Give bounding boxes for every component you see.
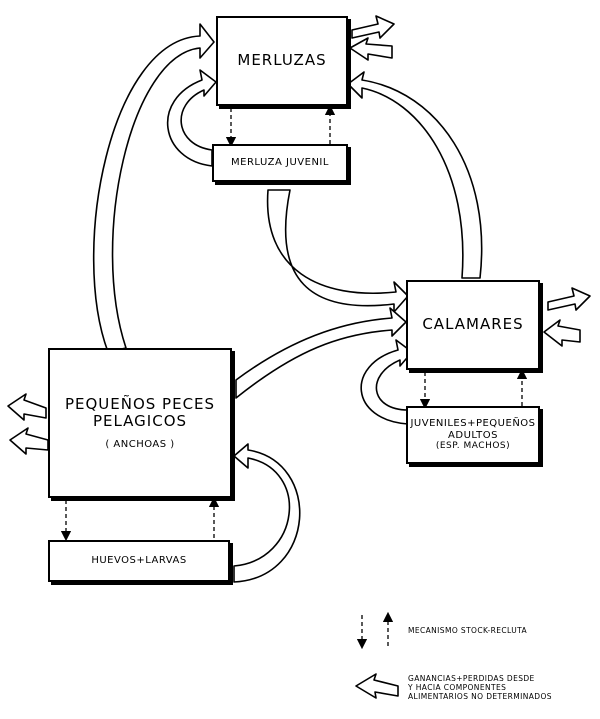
node-pequenos-line2: PELAGICOS	[92, 412, 188, 431]
node-merluzas-label: MERLUZAS	[237, 51, 327, 70]
flow-huevos-to-pelagicos	[233, 443, 301, 583]
flow-juvenil-to-merluzas	[166, 69, 217, 167]
node-pequenos-line3: ( ANCHOAS )	[105, 438, 175, 450]
node-merluza-juvenil: MERLUZA JUVENIL	[212, 144, 348, 182]
legend-exchange-line3: ALIMENTARIOS NO DETERMINADOS	[408, 692, 552, 701]
exchange-arrow-merluzas-in	[349, 37, 393, 61]
exchange-arrow-calamares-out	[547, 287, 591, 311]
node-juveniles-line1: JUVENILES+PEQUEÑOS	[410, 418, 536, 430]
legend-exchange-icon	[355, 673, 399, 699]
node-merluza-juvenil-label: MERLUZA JUVENIL	[231, 157, 329, 169]
node-pequenos-line1: PEQUEÑOS PECES	[64, 395, 216, 413]
legend-exchange-label: GANANCIAS+PERDIDAS DESDE Y HACIA COMPONE…	[408, 674, 552, 701]
node-juveniles-line2: ADULTOS	[448, 429, 498, 441]
node-huevos-label: HUEVOS+LARVAS	[91, 555, 187, 567]
flow-juvenil-to-calamares	[266, 189, 409, 313]
node-merluzas: MERLUZAS	[216, 16, 348, 106]
exchange-arrow-pelagicos-in	[9, 427, 49, 455]
node-huevos-larvas: HUEVOS+LARVAS	[48, 540, 230, 582]
legend-exchange-line2: Y HACIA COMPONENTES	[408, 683, 507, 692]
legend-stock-label: MECANISMO STOCK-RECLUTA	[408, 626, 528, 635]
node-pequenos-peces: PEQUEÑOS PECES PELAGICOS ( ANCHOAS )	[48, 348, 232, 498]
exchange-arrow-calamares-in	[543, 319, 581, 347]
flow-pelagicos-to-calamares	[235, 307, 407, 399]
node-calamares: CALAMARES	[406, 280, 540, 370]
flow-juveniles-to-calamares	[360, 339, 413, 425]
exchange-arrow-pelagicos-out	[7, 393, 47, 421]
legend-exchange-line1: GANANCIAS+PERDIDAS DESDE	[408, 674, 535, 683]
node-calamares-label: CALAMARES	[422, 315, 524, 334]
node-juveniles: JUVENILES+PEQUEÑOS ADULTOS (ESP. MACHOS)	[406, 406, 540, 464]
flow-calamares-to-merluzas	[347, 71, 483, 279]
exchange-arrow-merluzas-out	[351, 15, 395, 39]
node-juveniles-line3: (ESP. MACHOS)	[435, 441, 511, 452]
flow-pelagicos-to-merluzas	[92, 23, 215, 353]
